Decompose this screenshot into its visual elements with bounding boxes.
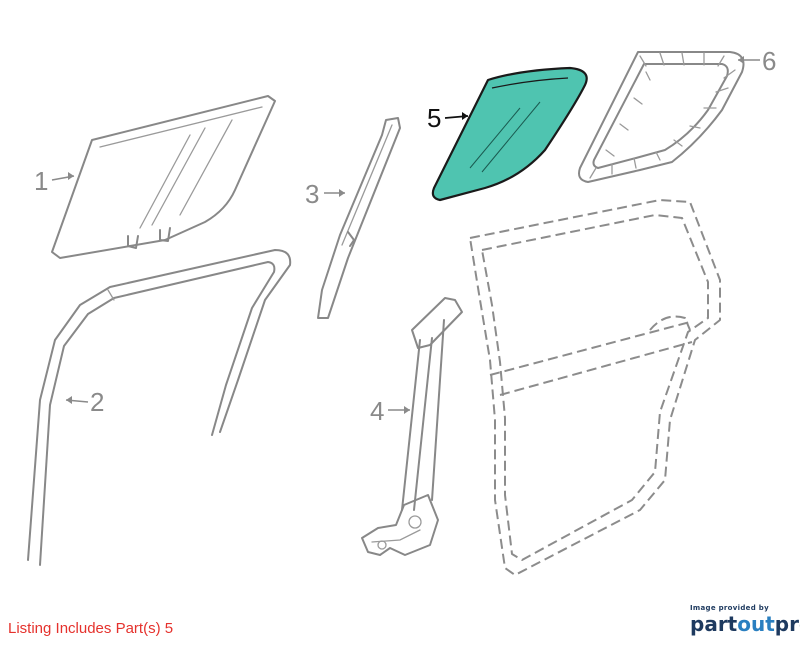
svg-text:4: 4 <box>370 396 384 426</box>
callout-1: 1 <box>34 166 75 196</box>
callout-4: 4 <box>370 396 410 426</box>
svg-text:1: 1 <box>34 166 48 196</box>
callout-3: 3 <box>305 179 345 209</box>
listing-note: Listing Includes Part(s) 5 <box>8 620 174 637</box>
brand-logo: Image provided by partoutpro <box>690 604 800 636</box>
svg-text:6: 6 <box>762 46 776 76</box>
svg-text:5: 5 <box>427 103 441 133</box>
callout-5: 5 <box>427 103 469 133</box>
door-shell <box>469 199 721 576</box>
callout-6: 6 <box>738 46 776 76</box>
part-3-center-sash <box>317 117 401 319</box>
brand-credit: Image provided by <box>690 604 769 612</box>
part-5-quarter-glass <box>431 66 588 202</box>
part-6-glass-frame <box>578 51 745 183</box>
brand-name: partoutpro <box>690 612 800 636</box>
svg-text:2: 2 <box>90 387 104 417</box>
part-1-door-glass <box>51 95 276 259</box>
svg-text:3: 3 <box>305 179 319 209</box>
part-2-run-channel <box>27 249 292 566</box>
part-4-window-regulator <box>361 297 463 556</box>
callout-2: 2 <box>65 387 104 417</box>
